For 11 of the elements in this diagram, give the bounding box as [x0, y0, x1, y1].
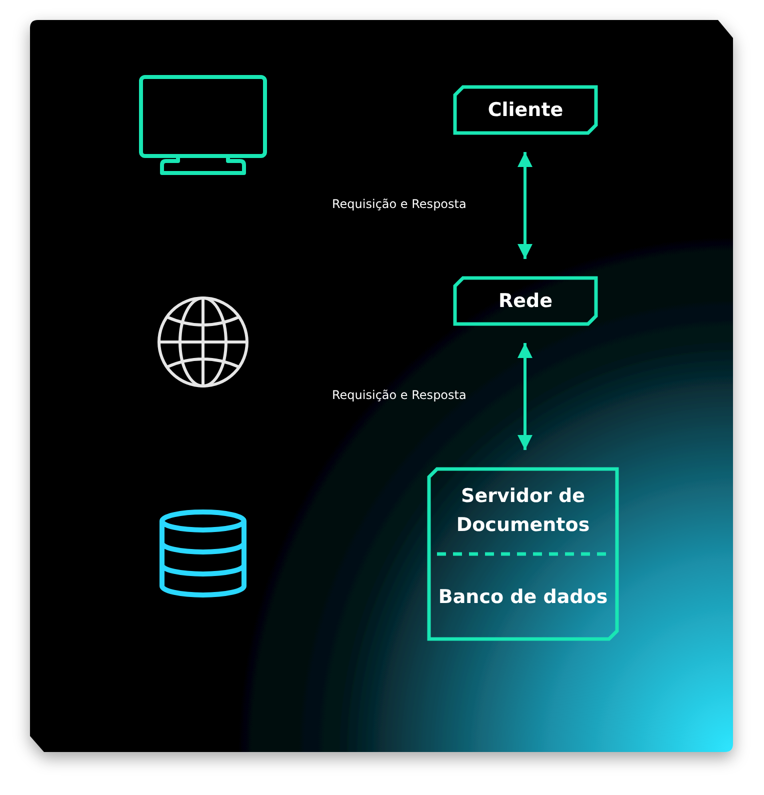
- arrow: [518, 343, 532, 450]
- edge-label: Requisição e Resposta: [332, 196, 466, 210]
- box-text: Servidor de Documentos: [455, 484, 591, 538]
- process-box: [427, 467, 619, 641]
- arrow: [518, 152, 532, 259]
- box-label: Rede: [498, 288, 552, 314]
- process-box: [453, 85, 598, 135]
- process-box: [453, 276, 598, 326]
- box-label: Cliente: [488, 98, 564, 122]
- edge-label: Requisição e Resposta: [332, 388, 466, 402]
- box-text: Banco de dados: [438, 585, 608, 610]
